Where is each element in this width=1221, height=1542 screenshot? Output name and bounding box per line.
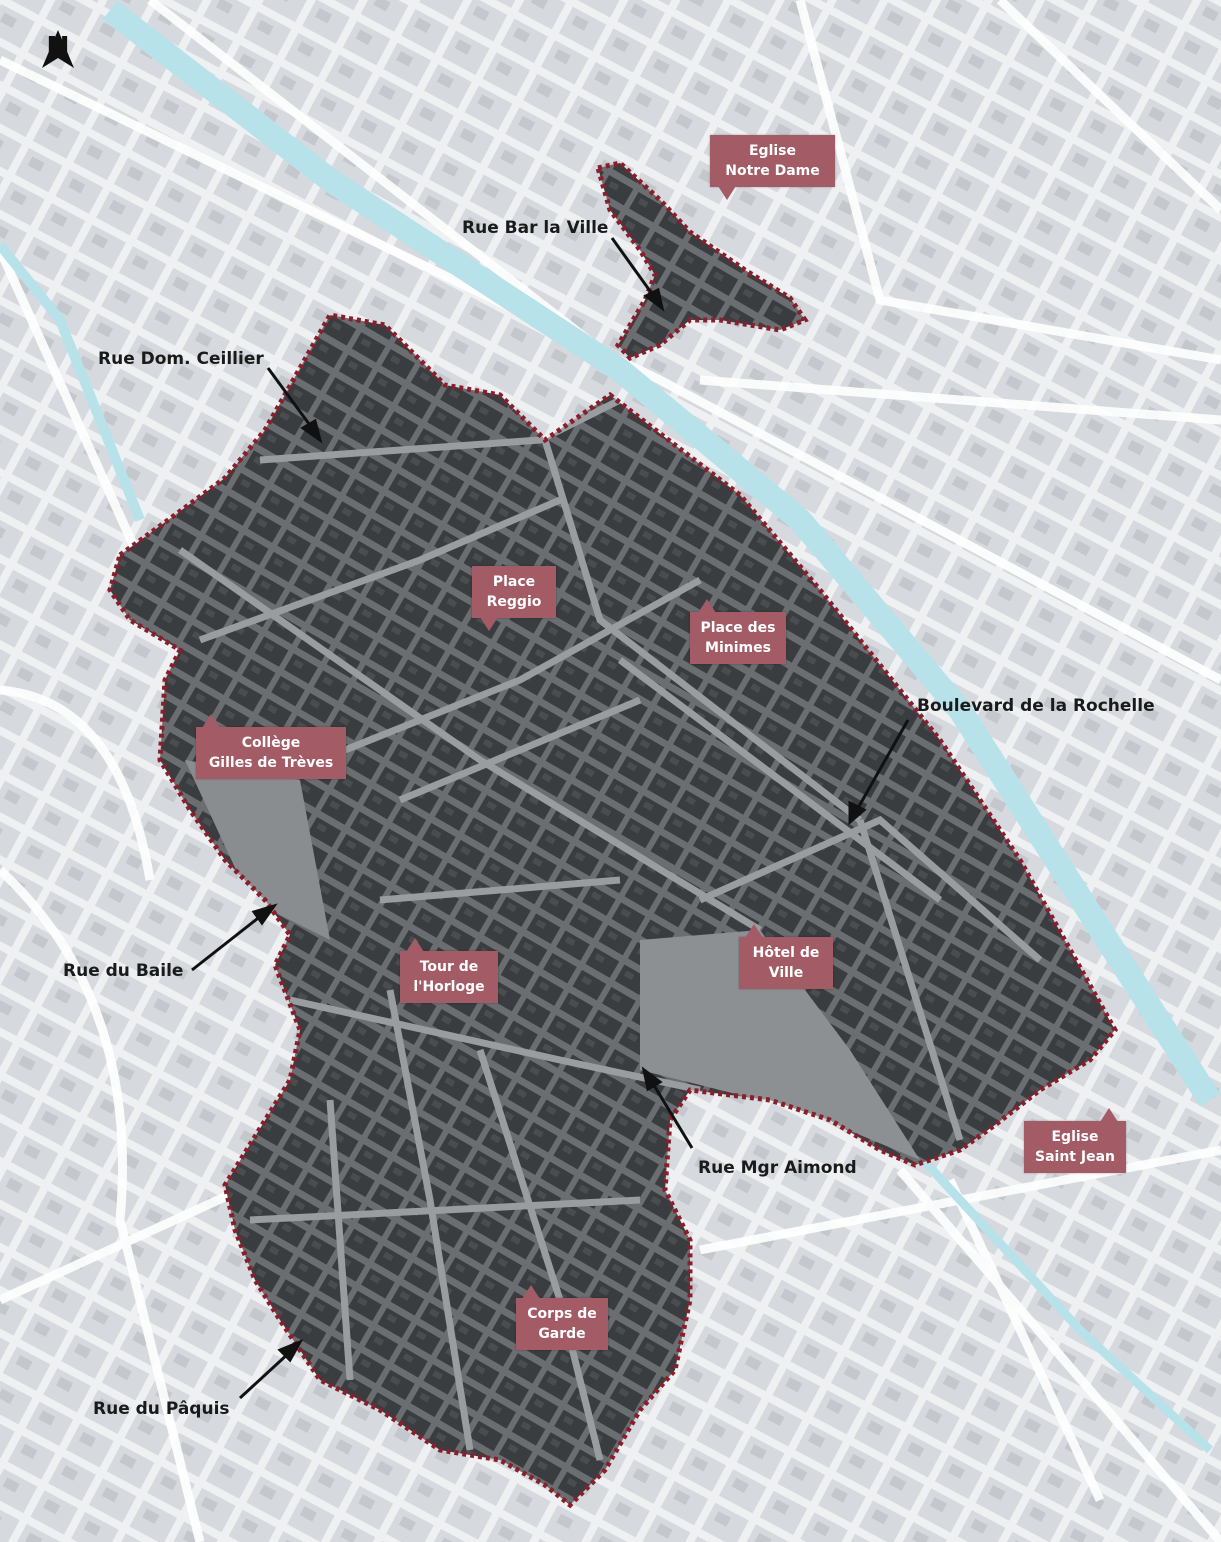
poi-college-gilles-de-treves: Collège Gilles de Trèves xyxy=(196,714,346,779)
street-label-rue-bar-la-ville: Rue Bar la Ville xyxy=(462,218,609,238)
street-label-rue-du-baile: Rue du Baile xyxy=(63,961,184,981)
street-label-rue-mgr-aimond: Rue Mgr Aimond xyxy=(698,1158,857,1178)
historic-district-main xyxy=(107,312,1119,1509)
poi-place-des-minimes: Place des Minimes xyxy=(690,599,786,664)
poi-hotel-de-ville: Hôtel de Ville xyxy=(739,924,833,989)
poi-eglise-saint-jean: Eglise Saint Jean xyxy=(1024,1108,1126,1173)
callout-arrows xyxy=(191,237,910,1400)
district-boundary xyxy=(107,312,1119,1509)
historic-district-north xyxy=(594,160,809,361)
street-label-rue-dom-ceillier: Rue Dom. Ceillier xyxy=(98,349,264,369)
poi-tour-de-lhorloge: Tour de l'Horloge xyxy=(400,938,498,1003)
poi-corps-de-garde: Corps de Garde xyxy=(516,1285,608,1350)
poi-place-reggio: Place Reggio xyxy=(472,566,556,631)
north-arrow-icon xyxy=(42,30,74,68)
poi-eglise-notre-dame: Eglise Notre Dame xyxy=(710,135,835,200)
north-arrow: N xyxy=(38,28,78,68)
street-label-rue-du-paquis: Rue du Pâquis xyxy=(93,1399,230,1419)
street-label-boulevard-de-la-rochelle: Boulevard de la Rochelle xyxy=(917,696,1155,716)
